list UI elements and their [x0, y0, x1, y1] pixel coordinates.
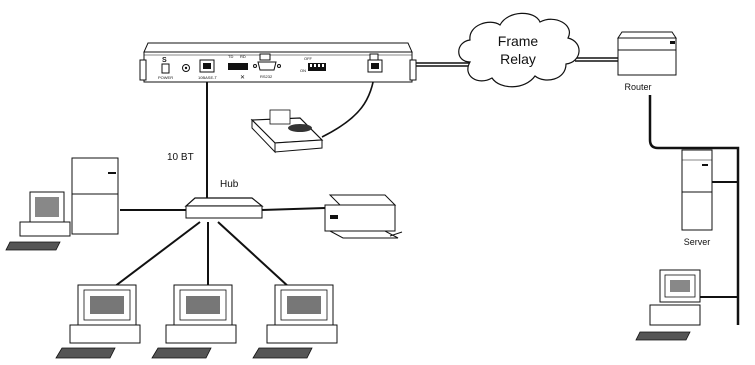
fax-machine — [250, 109, 324, 154]
td-label: TD — [228, 54, 233, 59]
cloud-label-line-2: Relay — [500, 51, 536, 67]
rs232-label: RS232 — [260, 74, 273, 79]
workstation-3 — [252, 284, 338, 359]
link-hub-pc1 — [109, 221, 201, 291]
pc-tower-icon — [19, 221, 71, 237]
dip-switch-icon — [308, 63, 326, 71]
pc-tower-icon — [266, 324, 338, 344]
keyboard-icon — [151, 347, 212, 359]
frame-relay-cloud: Frame Relay — [458, 12, 580, 88]
rd-label: RD — [240, 54, 246, 59]
keyboard-icon — [55, 347, 116, 359]
led-cross-icon: ✕ — [240, 75, 245, 81]
pc-tower-icon — [165, 324, 237, 344]
right-server: Server — [681, 149, 713, 247]
frame-relay-access-device: S POWER 10BASE-T TD RD ✕ RS232 OFF ON — [139, 42, 417, 83]
fax-paper-icon — [269, 109, 291, 125]
keyboard-icon — [252, 347, 313, 359]
keyboard-icon — [635, 331, 691, 341]
workstation-2 — [151, 284, 237, 359]
pc-tower-icon — [649, 304, 701, 326]
handset-icon — [288, 124, 312, 132]
router-label: Router — [624, 82, 651, 92]
on-label: ON — [300, 68, 306, 73]
printer — [324, 194, 403, 239]
rs232-port-icon — [257, 61, 277, 71]
power-label: POWER — [158, 75, 173, 80]
connection-lines — [109, 57, 740, 325]
workstation-1 — [55, 284, 141, 359]
brand-logo-icon: S — [162, 57, 167, 64]
link-hub-printer — [261, 207, 326, 211]
server-label: Server — [684, 237, 711, 247]
link-10bt-label: 10 BT — [167, 152, 194, 163]
keyboard-icon — [5, 241, 61, 251]
power-jack-icon — [161, 63, 170, 74]
link-hub-pc3 — [217, 221, 291, 289]
router: Router — [617, 31, 677, 92]
lan-backbone — [648, 95, 740, 325]
hub-label: Hub — [220, 179, 239, 190]
left-server — [71, 157, 119, 235]
hub: Hub — [184, 179, 264, 219]
pc-tower-icon — [69, 324, 141, 344]
cloud-label-line-1: Frame — [498, 33, 539, 49]
left-workstation — [5, 191, 71, 251]
off-label: OFF — [304, 56, 313, 61]
td-rd-switch-icon — [228, 63, 248, 70]
right-workstation — [635, 269, 701, 341]
10bt-port-label: 10BASE-T — [198, 75, 217, 80]
